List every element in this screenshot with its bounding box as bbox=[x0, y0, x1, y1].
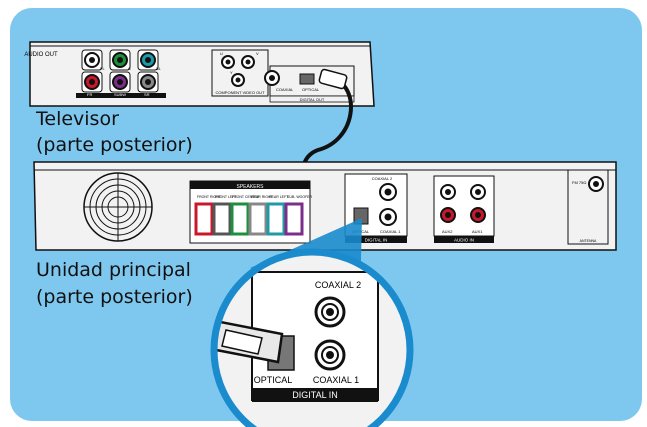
speakers-title: SPEAKERS bbox=[237, 184, 265, 190]
tv-jack-label-sl: SL bbox=[156, 66, 162, 71]
zoom-digital-in-label: DIGITAL IN bbox=[292, 390, 338, 400]
tv-component-caption: COMPONENT VIDEO OUT bbox=[215, 90, 265, 95]
speaker-label-front-center: FRONT CENTER bbox=[232, 195, 260, 199]
speaker-label-rear-right: REAR RIGHT bbox=[251, 195, 273, 199]
tv-audio-out-label: AUDIO OUT bbox=[24, 52, 58, 58]
unit-label-line1: Unidad principal bbox=[36, 259, 191, 281]
unit-digital-in-label: DIGITAL IN bbox=[365, 238, 388, 243]
unit-coaxial2-label: COAXIAL 2 bbox=[372, 176, 393, 181]
tv-back-panel: AUDIO OUT FL FR C SUBW SL bbox=[24, 41, 375, 107]
tv-jack-label-c: C bbox=[128, 66, 131, 71]
unit-aux1-label: AUX1 bbox=[472, 229, 483, 234]
tv-jack-label-sr: SR bbox=[144, 92, 150, 97]
tv-jack-label-fr: FR bbox=[87, 92, 92, 97]
tv-jack-fl bbox=[81, 49, 103, 71]
tv-digital-out-label: DIGITAL OUT bbox=[300, 97, 325, 102]
unit-antenna-label: ANTENNA bbox=[580, 239, 597, 243]
unit-antenna: FM 75Ω ANTENNA bbox=[567, 169, 609, 245]
zoom-coaxial1-label: COAXIAL 1 bbox=[313, 375, 359, 385]
cooling-fan-icon bbox=[83, 172, 153, 242]
tv-component-label-y: Y bbox=[230, 70, 233, 75]
tv-label-line2: (parte posterior) bbox=[36, 134, 193, 156]
zoom-detail: COAXIAL 2 OPTICAL COAXIAL 1 DIGITAL IN bbox=[210, 218, 414, 427]
tv-optical-label: OPTICAL bbox=[302, 87, 320, 92]
tv-jack-label-fl: FL bbox=[100, 66, 105, 71]
tv-jack-fr bbox=[81, 71, 103, 93]
tv-label-line1: Televisor bbox=[36, 108, 119, 130]
speaker-terminals: SPEAKERS FRONT RIGHT FRONT LEFT FRONT CE… bbox=[189, 180, 313, 244]
speaker-label-subwoofer: SUB- WOOFER bbox=[287, 195, 313, 199]
tv-jack-c bbox=[109, 49, 131, 71]
unit-audio-in-label: AUDIO IN bbox=[454, 238, 474, 243]
tv-component-label-u: U bbox=[220, 51, 223, 56]
unit-coaxial1-label: COAXIAL 1 bbox=[380, 229, 401, 234]
tv-component-label-v: V bbox=[256, 51, 259, 56]
unit-audio-in: AUX2 AUX1 AUDIO IN bbox=[433, 175, 495, 243]
speaker-label-rear-left: REAR LEFT bbox=[269, 195, 289, 199]
speaker-label-front-right: FRONT RIGHT bbox=[197, 195, 222, 199]
tv-jack-label-subw: SUBW bbox=[114, 92, 126, 97]
unit-label-line2: (parte posterior) bbox=[36, 286, 193, 308]
unit-fm-label: FM 75Ω bbox=[572, 180, 586, 185]
tv-jack-sr bbox=[137, 71, 159, 93]
main-unit-back-panel: SPEAKERS FRONT RIGHT FRONT LEFT FRONT CE… bbox=[33, 161, 617, 251]
tv-digital-out: COAXIAL OPTICAL DIGITAL OUT bbox=[264, 65, 355, 103]
zoom-optical-label: OPTICAL bbox=[254, 375, 293, 385]
speaker-label-front-left: FRONT LEFT bbox=[215, 195, 237, 199]
unit-aux2-label: AUX2 bbox=[442, 229, 453, 234]
tv-jack-sl bbox=[137, 49, 159, 71]
tv-jack-subw bbox=[109, 71, 131, 93]
tv-component-video: U V Y COMPONENT VIDEO OUT bbox=[211, 49, 269, 97]
zoom-coaxial2-label: COAXIAL 2 bbox=[315, 280, 361, 290]
tv-coaxial-label: COAXIAL bbox=[276, 87, 294, 92]
